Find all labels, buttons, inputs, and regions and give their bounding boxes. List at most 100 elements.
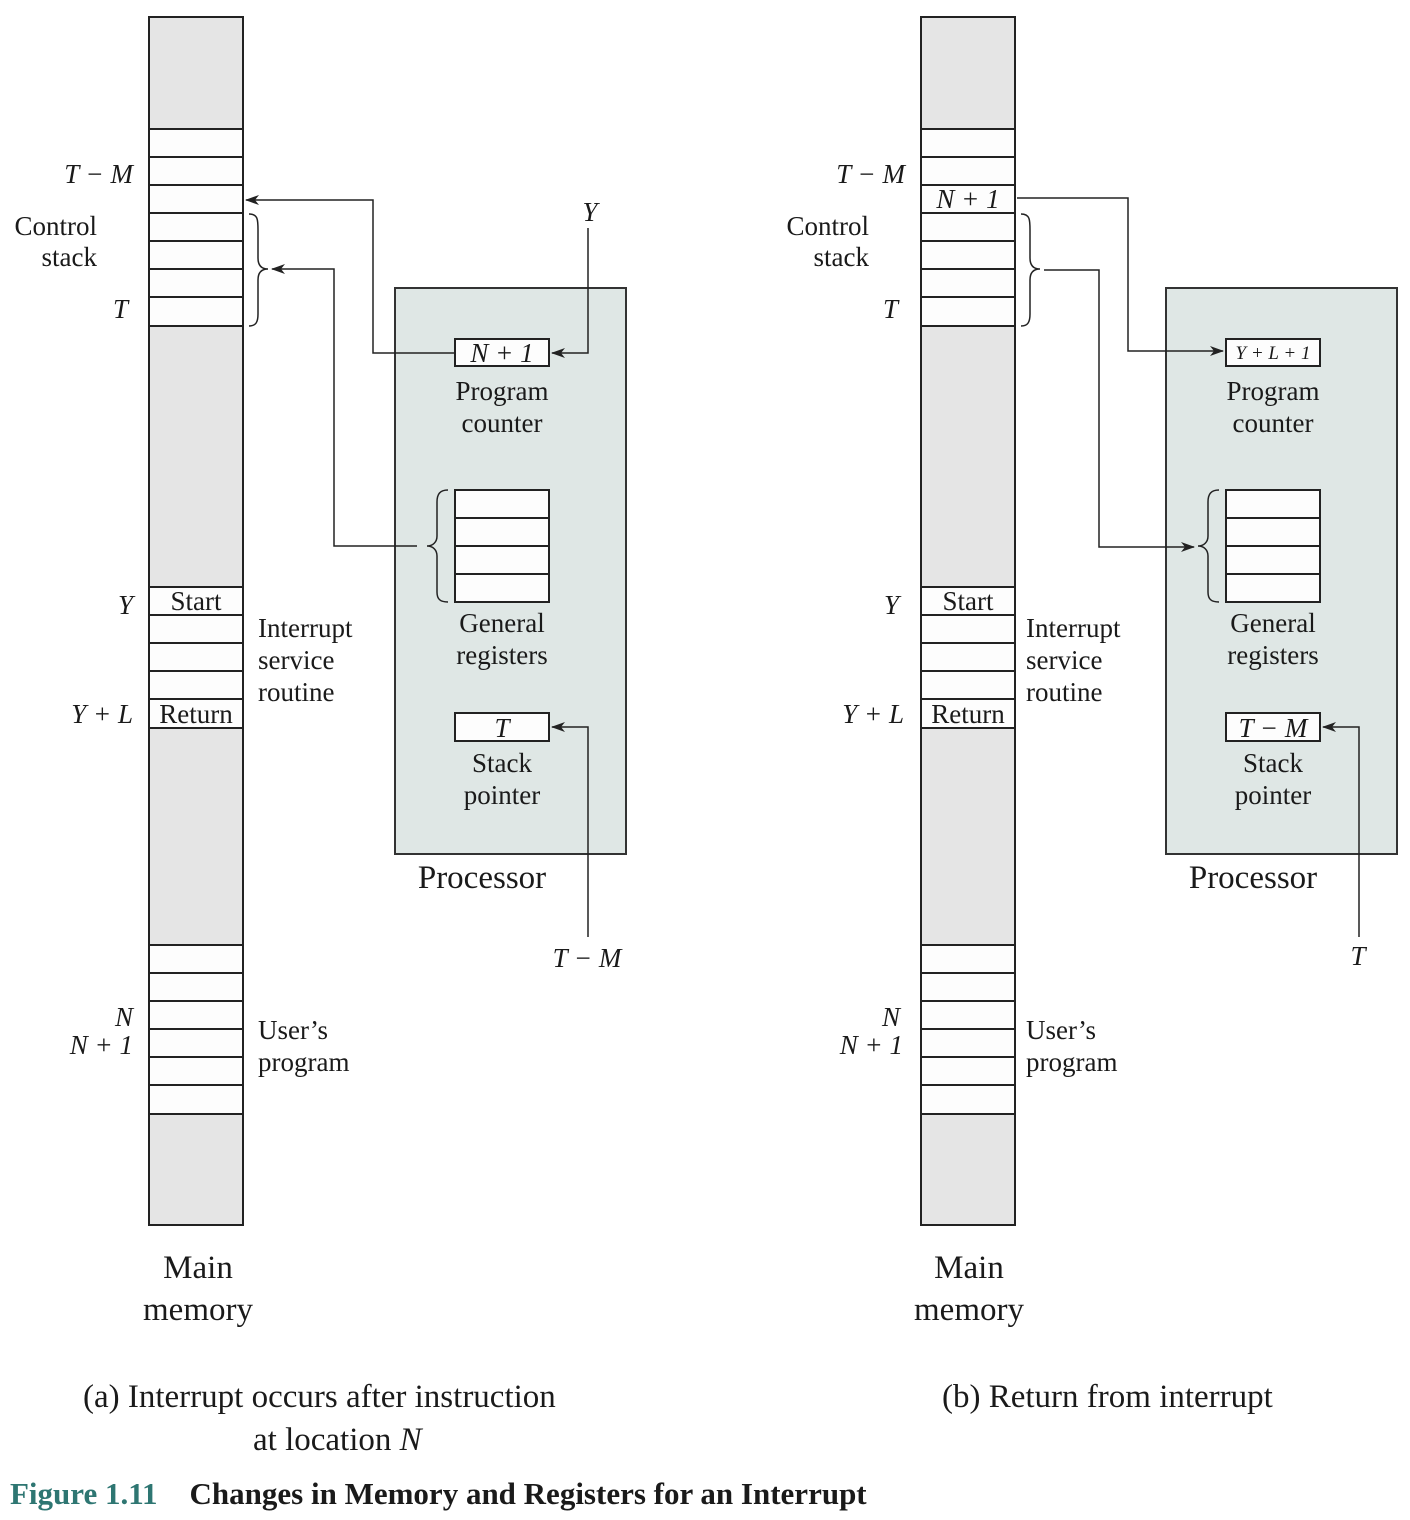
control-stack-label-1: Control [786, 211, 869, 241]
label-y-plus-l: Y + L [71, 699, 133, 729]
stack-cell [920, 296, 1016, 327]
arrow-y-to-pc [551, 228, 589, 358]
stack-cell [920, 212, 1016, 242]
control-stack-brace [248, 213, 269, 327]
general-registers-label-2: registers [1227, 640, 1318, 670]
general-registers-label-1: General [459, 608, 544, 638]
stack-cell [148, 296, 244, 327]
caption-a-var: N [399, 1422, 424, 1458]
isr-label-2: service [1026, 645, 1102, 675]
arrow-pc-to-stack [245, 195, 455, 354]
general-registers-label-2: registers [456, 640, 547, 670]
isr-cell [920, 642, 1016, 672]
figure-title: Changes in Memory and Registers for an I… [190, 1476, 868, 1511]
caption-a-line-1: (a) Interrupt occurs after instruction [83, 1379, 556, 1415]
control-stack-brace [1020, 213, 1041, 327]
processor-a: N + 1 Program counter General registers … [394, 287, 627, 896]
control-stack-label-1: Control [14, 211, 97, 241]
general-register [454, 545, 550, 575]
isr-cell [920, 698, 1016, 729]
user-cell [148, 1056, 244, 1086]
label-y: Y [884, 590, 902, 620]
stack-pointer-label-2: pointer [464, 780, 540, 810]
general-register [1225, 517, 1321, 547]
main-memory-title-2: memory [914, 1292, 1024, 1328]
isr-cell [920, 670, 1016, 700]
user-cell [920, 944, 1016, 974]
user-cell [920, 1084, 1016, 1115]
stack-cell [920, 240, 1016, 270]
label-n: N [114, 1002, 135, 1032]
stack-pointer-value: T − M [1239, 713, 1309, 743]
isr-cell [148, 614, 244, 644]
label-y: Y [118, 590, 136, 620]
program-counter-register [454, 338, 550, 367]
stack-pointer-register [454, 712, 550, 742]
caption-a-line-2: at location N [253, 1422, 424, 1458]
label-n: N [881, 1002, 902, 1032]
user-cell [148, 944, 244, 974]
label-t: T [113, 294, 130, 324]
stack-cell-value: N + 1 [935, 184, 999, 214]
processor-title: Processor [1189, 860, 1317, 896]
processor-title: Processor [418, 860, 546, 896]
stack-pointer-label-1: Stack [472, 748, 532, 778]
stack-pointer-value: T [494, 713, 511, 743]
stack-cell [148, 268, 244, 298]
isr-start-text: Start [171, 586, 222, 616]
main-memory-title-1: Main [934, 1250, 1004, 1286]
general-registers-label-1: General [1230, 608, 1315, 638]
user-program-label-1: User’s [1026, 1015, 1096, 1045]
stack-cell [920, 184, 1016, 214]
general-registers-brace [426, 489, 449, 603]
main-memory-a: Start Return T − M Control stack T Y Y +… [14, 16, 353, 1328]
program-counter-value: Y + L + 1 [1236, 343, 1311, 364]
program-counter-label-2: counter [462, 408, 543, 438]
isr-return-text: Return [931, 699, 1005, 729]
user-cell [920, 1000, 1016, 1030]
panel-b: N + 1 Start Return T − M Control stack T… [786, 16, 1398, 1415]
label-t-minus-m: T − M [836, 159, 906, 189]
user-cell [148, 1084, 244, 1115]
stack-cell [920, 268, 1016, 298]
figure-caption: Figure 1.11 Changes in Memory and Registe… [10, 1476, 867, 1511]
user-cell [148, 1028, 244, 1058]
general-register [1225, 489, 1321, 519]
isr-return-text: Return [159, 699, 233, 729]
figure-number: Figure 1.11 [10, 1476, 158, 1511]
arrow-registers-to-stack [271, 264, 417, 547]
stack-cell [148, 128, 244, 158]
label-t-minus-m: T − M [64, 159, 134, 189]
user-cell [920, 1028, 1016, 1058]
arrow-stack-to-pc [1017, 197, 1224, 356]
stack-pointer-label-2: pointer [1235, 780, 1311, 810]
processor-b: Y + L + 1 Program counter General regist… [1165, 287, 1398, 896]
pc-input-label: Y [582, 197, 600, 227]
general-register [1225, 573, 1321, 603]
general-register [454, 489, 550, 519]
general-register [454, 573, 550, 603]
user-program-label-2: program [258, 1047, 349, 1077]
stack-cell [920, 156, 1016, 186]
general-register [454, 517, 550, 547]
sp-input-label: T [1350, 941, 1367, 971]
stack-pointer-label-1: Stack [1243, 748, 1303, 778]
isr-label-1: Interrupt [1026, 613, 1121, 643]
stack-cell [148, 240, 244, 270]
isr-start-text: Start [943, 586, 994, 616]
user-cell [148, 972, 244, 1002]
isr-label-3: routine [258, 677, 334, 707]
isr-cell [920, 614, 1016, 644]
label-n-plus-1: N + 1 [69, 1030, 133, 1060]
program-counter-label-1: Program [1227, 376, 1320, 406]
program-counter-label-1: Program [456, 376, 549, 406]
isr-label-1: Interrupt [258, 613, 353, 643]
arrow-t-to-sp [1322, 722, 1360, 937]
caption-a-prefix: at location [253, 1422, 400, 1458]
sp-input-label: T − M [553, 943, 623, 973]
user-program-label-1: User’s [258, 1015, 328, 1045]
label-n-plus-1: N + 1 [839, 1030, 903, 1060]
isr-cell [920, 586, 1016, 616]
label-t: T [883, 294, 900, 324]
